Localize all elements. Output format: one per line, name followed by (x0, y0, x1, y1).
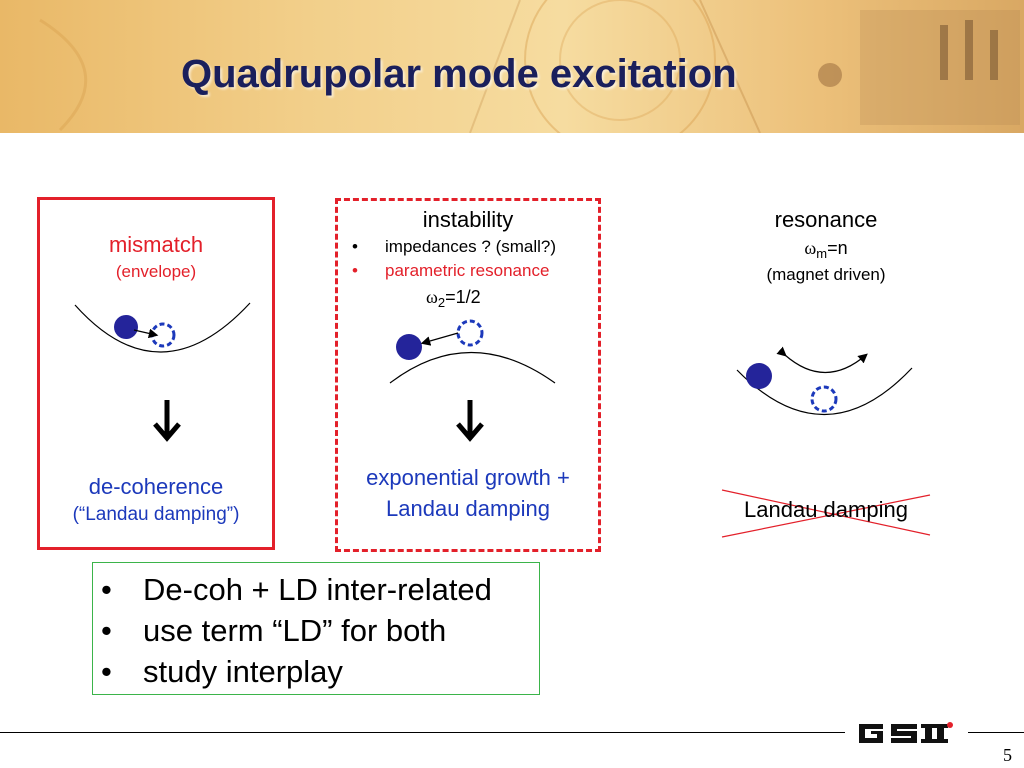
mismatch-shift-arrow (133, 328, 159, 339)
banner-decoration (39, 0, 1020, 133)
instability-down-arrow (456, 400, 484, 442)
list-item: • study interplay (101, 651, 492, 692)
mismatch-result-line1: de-coherence (88, 474, 224, 499)
bullet-marker: • (101, 572, 112, 607)
instability-result-line1: exponential growth + (366, 465, 570, 490)
resonance-heading: resonance (774, 207, 878, 232)
note-text: De-coh + LD inter-related (143, 572, 492, 607)
instability-bullet-parametric: • parametric resonance (352, 261, 549, 281)
bullet-text: impedances ? (small?) (385, 237, 557, 256)
omega-value: =n (827, 238, 848, 258)
mismatch-potential-curve (74, 302, 251, 353)
mismatch-particle-dot (114, 315, 138, 339)
resonance-displaced-particle (810, 385, 838, 413)
instability-shift-arrow (420, 332, 459, 346)
bullet-marker: • (352, 237, 358, 256)
summary-notes-list: • De-coh + LD inter-related • use term “LD… (101, 569, 492, 692)
mismatch-heading: mismatch (108, 232, 204, 257)
footer-rule-left (0, 732, 845, 733)
bullet-marker: • (101, 613, 112, 648)
omega-subscript: 2 (437, 295, 446, 310)
list-item: • De-coh + LD inter-related (101, 569, 492, 610)
instability-result-line2: Landau damping (386, 496, 550, 521)
resonance-result: Landau damping (744, 497, 908, 522)
mismatch-down-arrow (153, 400, 181, 442)
header-banner: Quadrupolar mode excitation (0, 0, 1024, 133)
list-item: • use term “LD” for both (101, 610, 492, 651)
slide-title: Quadrupolar mode excitation (181, 52, 737, 96)
mismatch-panel (37, 197, 275, 550)
instability-displaced-particle (456, 319, 484, 347)
instability-panel (335, 198, 601, 552)
omega-subscript: m (816, 246, 828, 261)
instability-particle-dot (396, 334, 422, 360)
note-text: study interplay (143, 654, 343, 689)
mismatch-subheading: (envelope) (115, 262, 197, 281)
resonance-oscillation-arrow (776, 346, 868, 374)
resonance-subheading: (magnet driven) (766, 265, 886, 284)
bullet-text: parametric resonance (385, 261, 550, 280)
resonance-omega-condition: ωm=n (726, 238, 926, 261)
strikethrough-line-2 (721, 494, 931, 538)
mismatch-result-line2: (“Landau damping”) (72, 504, 240, 525)
instability-omega-condition: ω2=1/2 (426, 287, 481, 310)
strikethrough-line-1 (721, 489, 931, 536)
omega-symbol: ω (426, 287, 438, 307)
summary-notes-box: • De-coh + LD inter-related • use term “LD… (92, 562, 540, 695)
page-number: 5 (1003, 745, 1012, 765)
omega-value: =1/2 (445, 287, 481, 307)
gsi-logo-icon (859, 722, 953, 743)
bullet-marker: • (101, 654, 112, 689)
instability-heading: instability (422, 207, 514, 232)
note-text: use term “LD” for both (143, 613, 447, 648)
footer-rule-right (968, 732, 1024, 733)
resonance-particle-dot (746, 363, 772, 389)
instability-potential-curve (389, 351, 556, 384)
instability-bullet-impedances: • impedances ? (small?) (352, 237, 556, 257)
omega-symbol: ω (804, 238, 817, 258)
resonance-potential-curve (736, 367, 913, 416)
bullet-marker: • (352, 261, 358, 280)
